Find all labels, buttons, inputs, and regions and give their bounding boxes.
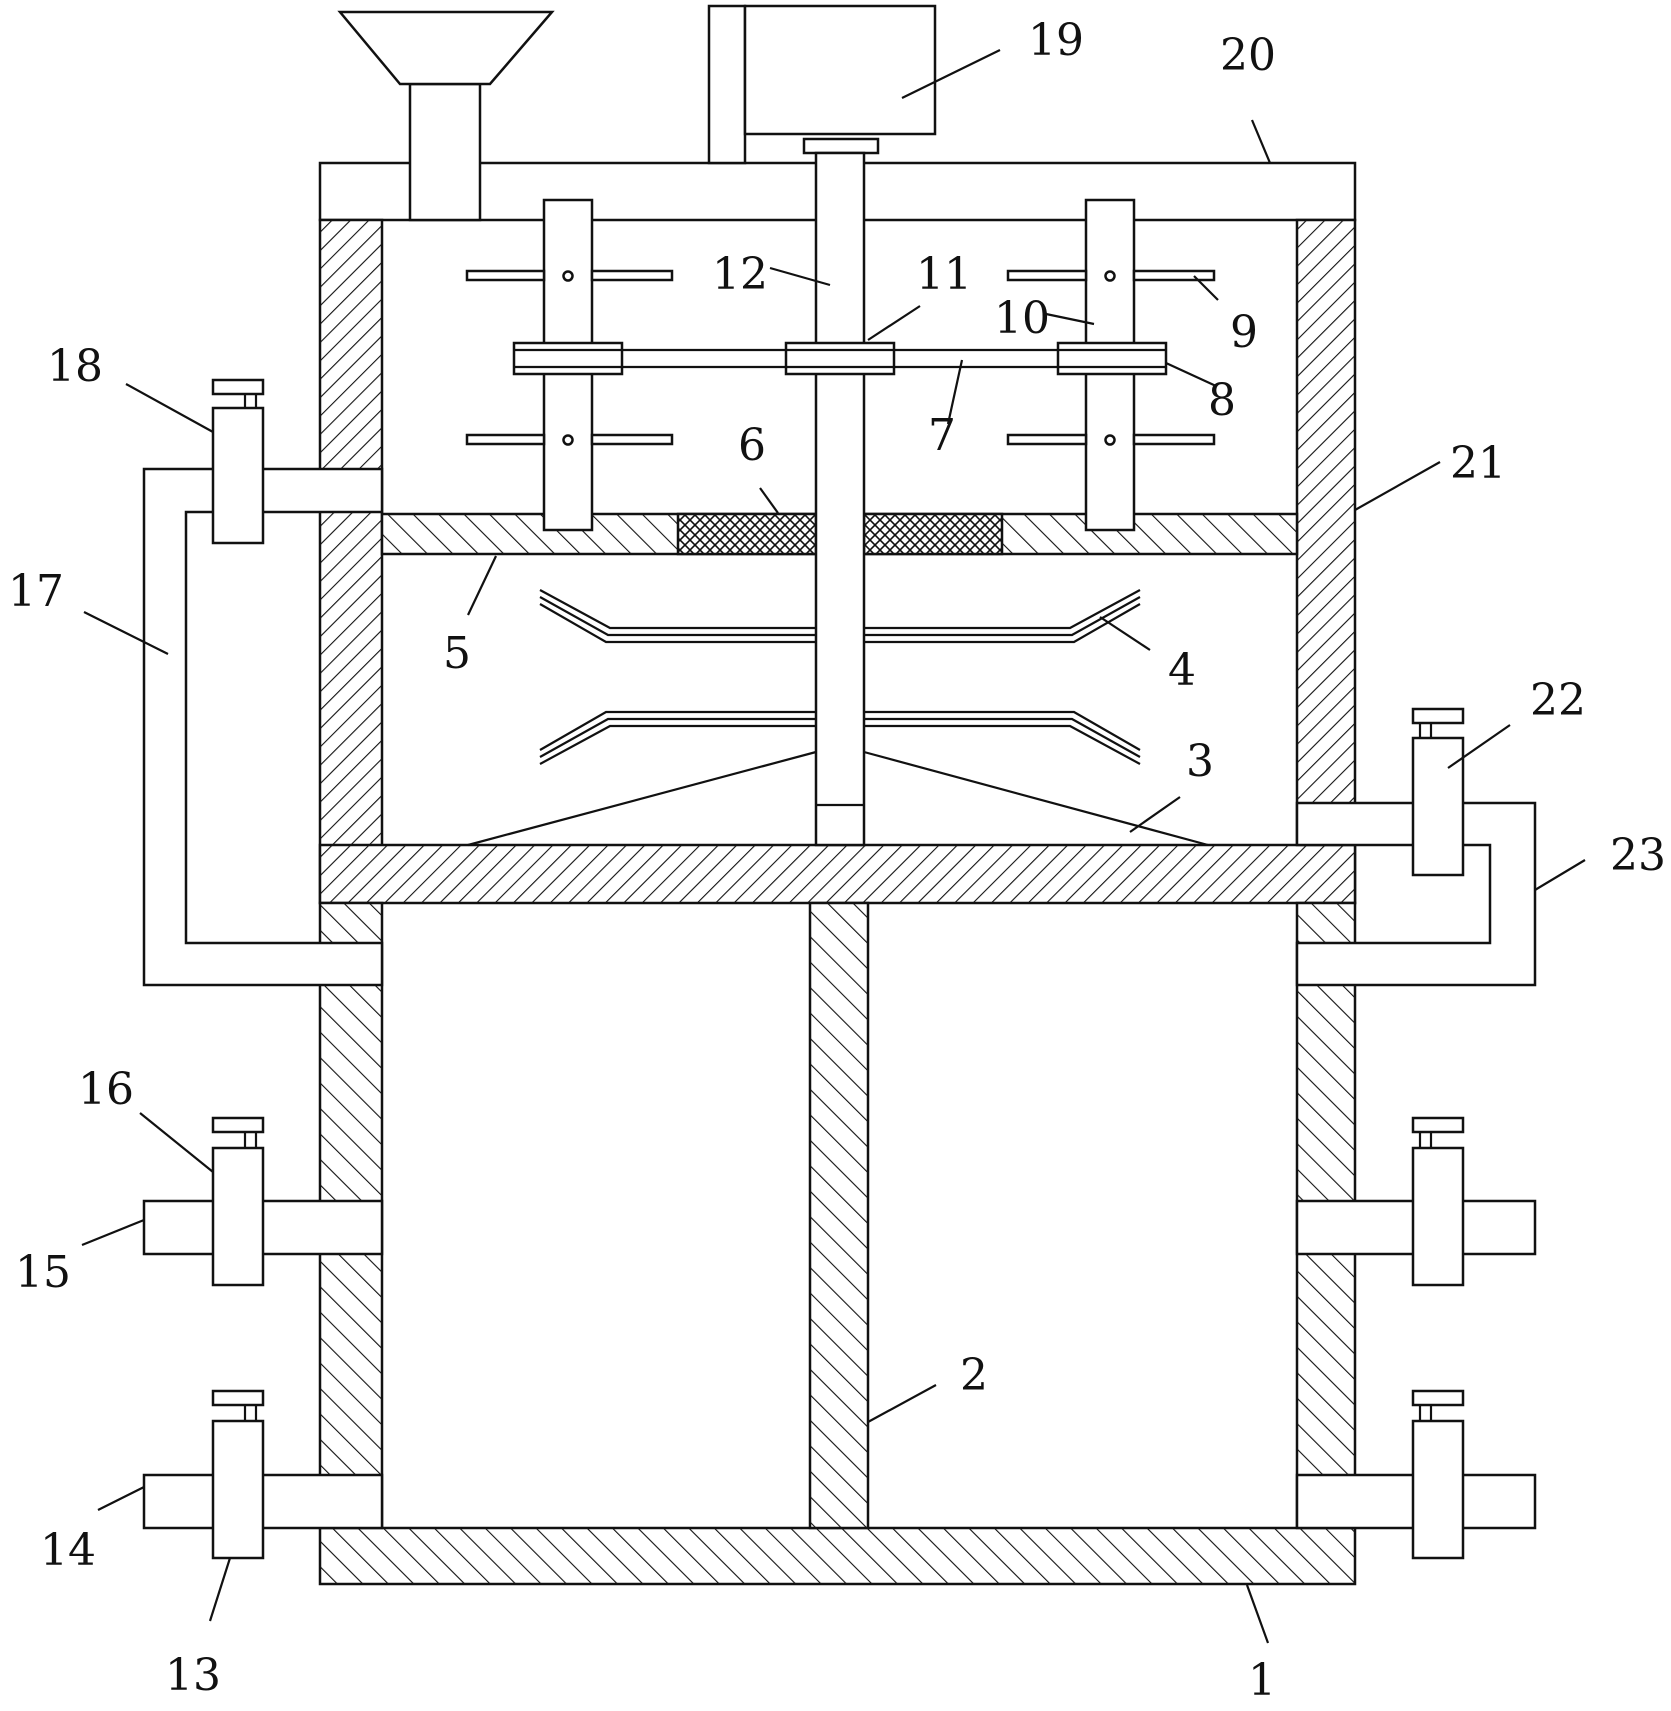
label-11: 11 xyxy=(916,249,972,300)
right-upper-wall xyxy=(1295,218,1357,905)
label-6: 6 xyxy=(738,420,766,471)
label-10: 10 xyxy=(994,293,1050,344)
discharge-pipe-right-upper xyxy=(1295,1116,1537,1287)
leader-lines xyxy=(81,49,1586,1644)
label-23: 23 xyxy=(1610,830,1666,881)
label-18: 18 xyxy=(47,341,103,392)
label-17: 17 xyxy=(8,566,64,617)
valve-22 xyxy=(1411,707,1465,877)
label-13: 13 xyxy=(165,1650,221,1701)
label-16: 16 xyxy=(78,1064,134,1115)
chamber-divider-plate xyxy=(318,843,1357,905)
label-19: 19 xyxy=(1028,15,1084,66)
label-2: 2 xyxy=(960,1350,988,1401)
label-9: 9 xyxy=(1230,307,1258,358)
label-3: 3 xyxy=(1186,736,1214,787)
motor xyxy=(707,4,937,165)
filter-mesh-right xyxy=(862,512,1004,556)
valve-18 xyxy=(211,378,265,545)
stirring-blades xyxy=(539,589,1141,765)
main-shaft xyxy=(814,151,866,847)
left-upper-wall xyxy=(318,218,384,905)
discharge-pipe-left-upper xyxy=(142,1116,384,1287)
belt-drive xyxy=(512,341,1168,376)
label-21: 21 xyxy=(1450,438,1506,489)
label-5: 5 xyxy=(443,628,471,679)
label-20: 20 xyxy=(1220,30,1276,81)
discharge-pipe-right-lower xyxy=(1295,1389,1537,1560)
label-4: 4 xyxy=(1168,645,1196,696)
central-partition xyxy=(808,901,870,1530)
label-22: 22 xyxy=(1530,675,1586,726)
label-12: 12 xyxy=(712,249,768,300)
label-8: 8 xyxy=(1208,375,1236,426)
label-1: 1 xyxy=(1248,1655,1276,1706)
label-15: 15 xyxy=(15,1247,71,1298)
filter-mesh-left xyxy=(676,512,818,556)
bottom-plate xyxy=(318,1526,1357,1586)
discharge-pipe-left-lower xyxy=(142,1389,384,1560)
feed-hopper xyxy=(337,10,555,222)
label-14: 14 xyxy=(40,1525,96,1576)
label-7: 7 xyxy=(928,410,956,461)
